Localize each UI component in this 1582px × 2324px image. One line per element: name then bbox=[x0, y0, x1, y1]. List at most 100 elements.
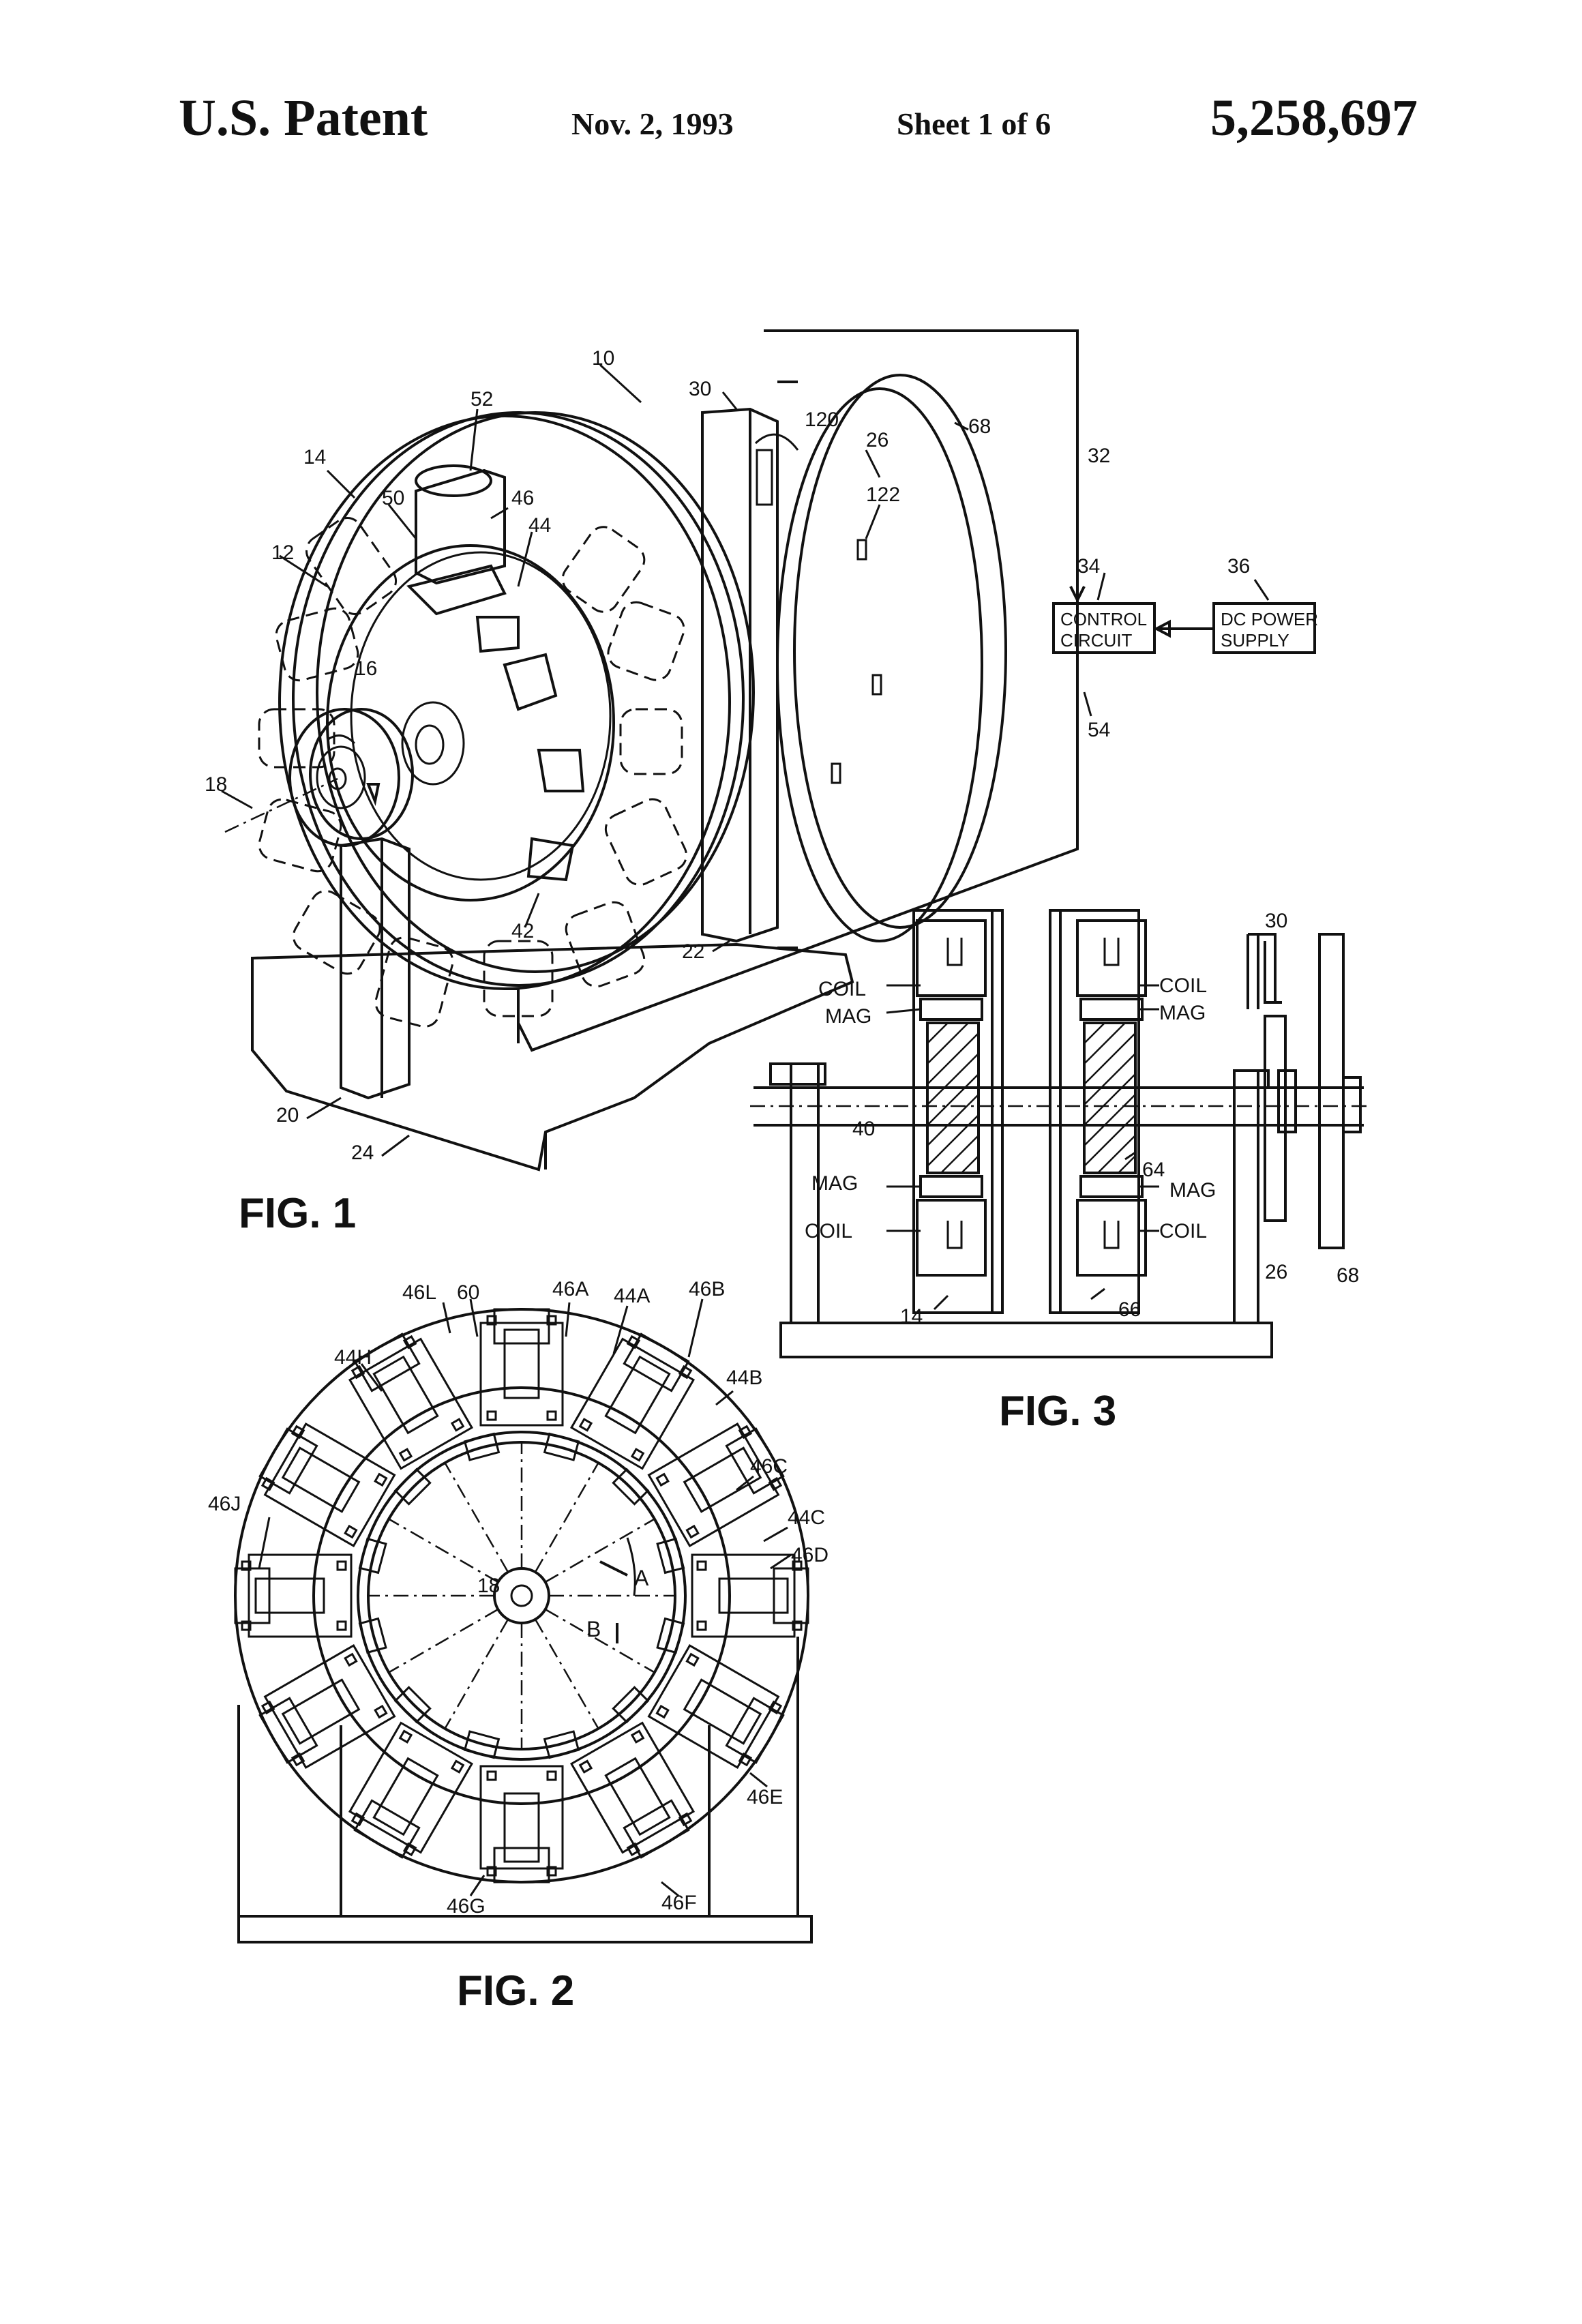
coil-winding bbox=[948, 1221, 961, 1248]
ref-22: 22 bbox=[682, 940, 704, 963]
ref-24: 24 bbox=[351, 1142, 374, 1164]
leader-50 bbox=[389, 505, 416, 539]
radial-line bbox=[389, 1609, 498, 1673]
coil-block bbox=[481, 1766, 563, 1882]
ref-50: 50 bbox=[382, 487, 404, 509]
fig2-base bbox=[239, 1916, 811, 1942]
coil-block bbox=[235, 1555, 351, 1637]
fig3-right-post bbox=[1234, 1071, 1258, 1323]
fig3-coil-top-left: COIL bbox=[818, 978, 866, 1000]
leader-30 bbox=[723, 392, 736, 409]
leader-26 bbox=[866, 450, 880, 477]
rotation-arrow-16 bbox=[327, 736, 355, 743]
fig3-mag-top-right: MAG bbox=[1159, 1002, 1206, 1024]
fig1-caption: FIG. 1 bbox=[239, 1190, 356, 1237]
fig3-base bbox=[781, 1323, 1272, 1357]
hub-bore bbox=[416, 726, 443, 764]
fig3-left-coil-top bbox=[917, 921, 985, 996]
fig2-drawing: 18 60 46A 44A 46B 44B 46C 44C 46D 46E 46… bbox=[208, 1278, 829, 2014]
fig3-ref-30: 30 bbox=[1265, 910, 1287, 932]
fig2-ref-46J: 46J bbox=[208, 1493, 241, 1515]
leader-14 bbox=[327, 471, 355, 498]
fig3-left-coil-bottom bbox=[917, 1200, 985, 1275]
fig3-sensor-30 bbox=[1248, 934, 1282, 1009]
sensor-mark bbox=[873, 675, 881, 694]
hub-collar bbox=[402, 702, 464, 784]
fig3-mag-top-left: MAG bbox=[825, 1005, 871, 1028]
coil-bracket bbox=[409, 566, 505, 614]
control-circuit-label-2: CIRCUIT bbox=[1060, 630, 1133, 651]
fig2-ref-46A: 46A bbox=[552, 1278, 588, 1300]
ref-26: 26 bbox=[866, 429, 889, 451]
rear-drum-outer bbox=[794, 375, 1006, 927]
fig3-ref-68: 68 bbox=[1337, 1264, 1359, 1287]
fig2-angle-arrows bbox=[600, 1562, 627, 1643]
ref-68: 68 bbox=[968, 415, 991, 438]
ref-120: 120 bbox=[805, 408, 839, 431]
dc-power-label-1: DC POWER bbox=[1221, 609, 1318, 629]
fig3-disc-68 bbox=[1319, 934, 1343, 1248]
leader-20 bbox=[307, 1098, 341, 1118]
fig3-ref-66: 66 bbox=[1118, 1298, 1141, 1321]
fig2-ref-18: 18 bbox=[477, 1575, 500, 1597]
fig2-shaft bbox=[511, 1585, 532, 1606]
fig2-ref-46C: 46C bbox=[750, 1455, 788, 1478]
ref-42: 42 bbox=[511, 920, 534, 942]
leader-54 bbox=[1084, 692, 1091, 716]
fig2-ref-46B: 46B bbox=[689, 1278, 725, 1300]
fig1-drawing: CONTROL CIRCUIT DC POWER SUPPLY 10 12 14… bbox=[205, 331, 1318, 1237]
ref-10: 10 bbox=[592, 347, 614, 370]
dc-power-label-2: SUPPLY bbox=[1221, 630, 1289, 651]
sensor-mark-122 bbox=[858, 540, 866, 559]
fig2-ref-44A: 44A bbox=[614, 1285, 650, 1307]
fig2-caption: FIG. 2 bbox=[457, 1967, 574, 2014]
fig3-right-rotor-hatch bbox=[1084, 1023, 1135, 1173]
ref-44: 44 bbox=[528, 514, 551, 537]
radial-line bbox=[389, 1519, 498, 1583]
fig3-coil-top-right: COIL bbox=[1159, 974, 1207, 997]
fig3-coil-bottom-right: COIL bbox=[1159, 1220, 1207, 1242]
fig2-ref-46E: 46E bbox=[747, 1786, 783, 1808]
fig3-caption: FIG. 3 bbox=[999, 1388, 1116, 1435]
sensor-30 bbox=[757, 450, 772, 505]
fig2-angle-B: B bbox=[586, 1617, 601, 1641]
ref-34: 34 bbox=[1077, 555, 1100, 578]
radial-line bbox=[535, 1463, 599, 1572]
fig3-right-bearing bbox=[1234, 1071, 1268, 1088]
fig3-left-mag-top bbox=[921, 999, 982, 1019]
ref-54: 54 bbox=[1088, 719, 1110, 741]
ref-20: 20 bbox=[276, 1104, 299, 1127]
ref-30: 30 bbox=[689, 378, 711, 400]
coil-winding bbox=[1105, 1221, 1118, 1248]
rotor-magnets bbox=[477, 617, 583, 880]
fig3-left-rotor-hatch bbox=[927, 1023, 979, 1173]
fig3-mag-bottom-left: MAG bbox=[811, 1172, 858, 1195]
ref-122: 122 bbox=[866, 483, 900, 506]
rear-drum-face bbox=[777, 389, 982, 941]
ref-52: 52 bbox=[471, 388, 493, 411]
fig3-disc-26 bbox=[1265, 1016, 1285, 1221]
coil-block bbox=[692, 1555, 808, 1637]
fig2-ref-46F: 46F bbox=[661, 1892, 697, 1914]
fig2-ref-46D: 46D bbox=[791, 1544, 829, 1566]
fig2-ref-46L: 46L bbox=[402, 1281, 436, 1304]
coil-winding bbox=[1105, 938, 1118, 965]
fig3-coil-bottom-left: COIL bbox=[805, 1220, 852, 1242]
sensor-mark bbox=[832, 764, 840, 783]
fig3-mag-bottom-right: MAG bbox=[1169, 1179, 1216, 1202]
fig3-right-mag-bottom bbox=[1081, 1176, 1142, 1197]
fig3-ref-64: 64 bbox=[1142, 1159, 1165, 1181]
ref-14: 14 bbox=[303, 446, 326, 468]
fig2-ref-60: 60 bbox=[457, 1281, 479, 1304]
leader-122 bbox=[866, 505, 880, 539]
fig3-collar bbox=[1279, 1071, 1296, 1132]
fig2-ref-44H: 44H bbox=[334, 1346, 372, 1369]
fig2-angle-A: A bbox=[634, 1566, 649, 1590]
fig3-ref-26: 26 bbox=[1265, 1261, 1287, 1283]
leader-24 bbox=[382, 1135, 409, 1156]
leader-36 bbox=[1255, 580, 1268, 600]
fig3-drawing: COIL MAG MAG COIL COIL MAG MAG COIL 14 2… bbox=[750, 910, 1371, 1435]
coil-winding bbox=[948, 938, 961, 965]
fig3-left-leaders bbox=[886, 985, 921, 1231]
